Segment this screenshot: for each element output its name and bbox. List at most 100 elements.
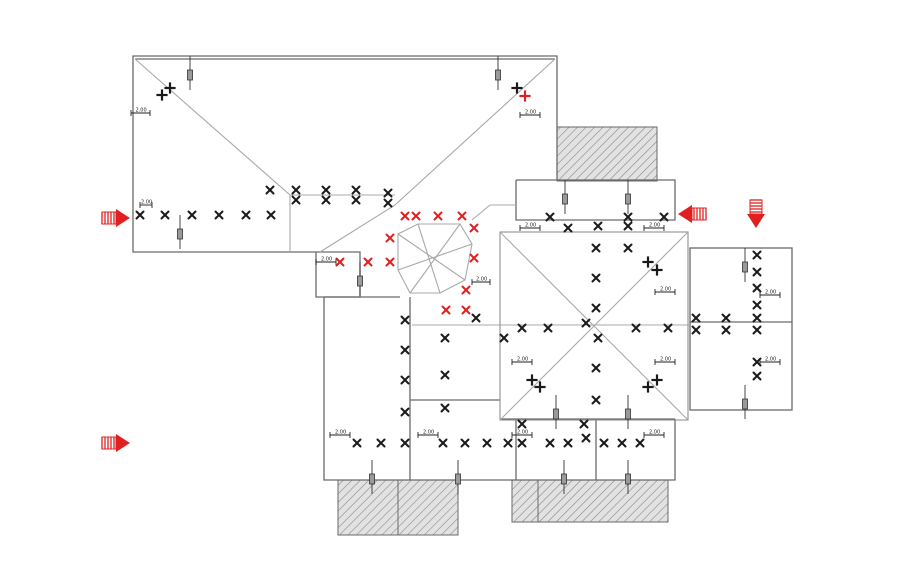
hook-x-icon xyxy=(691,325,701,335)
hook-x-icon xyxy=(623,212,633,222)
hook-x-icon xyxy=(440,403,450,413)
anchor-plus-icon xyxy=(156,89,168,101)
anchor-icon xyxy=(495,69,501,81)
hook-x-icon xyxy=(752,371,762,381)
hook-x-icon xyxy=(241,210,251,220)
hook-x-icon xyxy=(335,257,345,267)
hook-x-icon xyxy=(461,285,471,295)
hook-x-icon xyxy=(400,211,410,221)
hook-x-icon xyxy=(691,313,701,323)
dimension-label: 2.00 xyxy=(649,430,660,436)
hook-x-icon xyxy=(623,221,633,231)
dimension-label: 2.00 xyxy=(517,430,528,436)
hook-x-icon xyxy=(266,210,276,220)
hook-x-icon xyxy=(563,438,573,448)
hook-x-icon xyxy=(545,212,555,222)
hook-x-icon xyxy=(411,211,421,221)
hook-x-icon xyxy=(752,267,762,277)
anchor-plus-icon xyxy=(651,264,663,276)
access-arrow-icon xyxy=(678,205,707,223)
hook-x-icon xyxy=(440,370,450,380)
hook-x-icon xyxy=(291,185,301,195)
building-walls xyxy=(132,55,793,481)
dimension-label: 2.00 xyxy=(136,108,147,114)
dimension-label: 2.00 xyxy=(649,223,660,229)
anchor-plus-icon xyxy=(526,374,538,386)
anchor-plus-icon xyxy=(642,381,654,393)
hook-x-icon xyxy=(563,223,573,233)
hook-x-icon xyxy=(752,357,762,367)
hook-x-icon xyxy=(160,210,170,220)
access-arrows xyxy=(101,199,765,452)
dimension-label: 2.00 xyxy=(660,357,671,363)
hook-x-icon xyxy=(321,185,331,195)
anchor-icon xyxy=(553,408,559,420)
hook-x-icon xyxy=(503,438,513,448)
hook-x-icon xyxy=(400,315,410,325)
dimension-label: 2.00 xyxy=(525,223,536,229)
hook-x-icon xyxy=(591,303,601,313)
hook-x-icon xyxy=(351,185,361,195)
hook-x-icon xyxy=(351,195,361,205)
dimension-label: 2.00 xyxy=(517,357,528,363)
anchor-icon xyxy=(625,193,631,205)
anchor-icon xyxy=(742,261,748,273)
anchor-icon xyxy=(187,69,193,81)
hook-x-icon xyxy=(517,438,527,448)
hook-x-icon xyxy=(433,211,443,221)
anchor-points xyxy=(177,56,748,494)
hook-x-icon xyxy=(591,243,601,253)
dimension-label: 2.00 xyxy=(321,257,332,263)
hook-x-icon xyxy=(400,438,410,448)
hook-x-icon xyxy=(499,333,509,343)
access-arrow-icon xyxy=(747,199,765,228)
anchor-icon xyxy=(625,473,631,485)
anchor-plus-icon xyxy=(164,82,176,94)
wall-center xyxy=(515,179,676,221)
hatched-area-chimney xyxy=(556,126,658,182)
dimension-label: 2.00 xyxy=(141,200,152,206)
dimension-label: 2.00 xyxy=(765,290,776,296)
anchor-icon xyxy=(561,473,567,485)
hook-x-icon xyxy=(517,323,527,333)
hook-x-icon xyxy=(591,395,601,405)
hook-x-icon xyxy=(599,438,609,448)
hook-x-icon xyxy=(291,195,301,205)
anchor-icon xyxy=(625,408,631,420)
hook-x-icon xyxy=(321,195,331,205)
hook-x-icon xyxy=(581,433,591,443)
pyramid-roof xyxy=(499,231,689,421)
hook-x-icon xyxy=(721,313,731,323)
anchor-icon xyxy=(562,193,568,205)
hook-marks xyxy=(135,82,762,448)
hook-x-icon xyxy=(457,211,467,221)
hook-x-icon xyxy=(663,323,673,333)
dimension-label: 2.00 xyxy=(476,277,487,283)
dimension-label: 2.00 xyxy=(335,430,346,436)
hook-x-icon xyxy=(471,313,481,323)
hook-x-icon xyxy=(440,333,450,343)
anchor-icon xyxy=(357,275,363,287)
anchor-plus-icon xyxy=(519,90,531,102)
hook-x-icon xyxy=(383,188,393,198)
hatched-area-south-right xyxy=(511,479,669,523)
hook-x-icon xyxy=(631,323,641,333)
hook-x-icon xyxy=(593,333,603,343)
hook-x-icon xyxy=(383,198,393,208)
hook-x-icon xyxy=(265,185,275,195)
wall-main-block xyxy=(305,251,361,298)
hook-x-icon xyxy=(438,438,448,448)
hook-x-icon xyxy=(581,318,591,328)
hook-x-icon xyxy=(752,300,762,310)
dimension-label: 2.00 xyxy=(423,430,434,436)
hook-x-icon xyxy=(363,257,373,267)
anchor-plus-icon xyxy=(511,82,523,94)
hook-x-icon xyxy=(721,325,731,335)
hatched-areas xyxy=(337,126,669,536)
hook-x-icon xyxy=(579,419,589,429)
hook-x-icon xyxy=(591,273,601,283)
hook-x-icon xyxy=(352,438,362,448)
hook-x-icon xyxy=(591,363,601,373)
hook-x-icon xyxy=(545,438,555,448)
